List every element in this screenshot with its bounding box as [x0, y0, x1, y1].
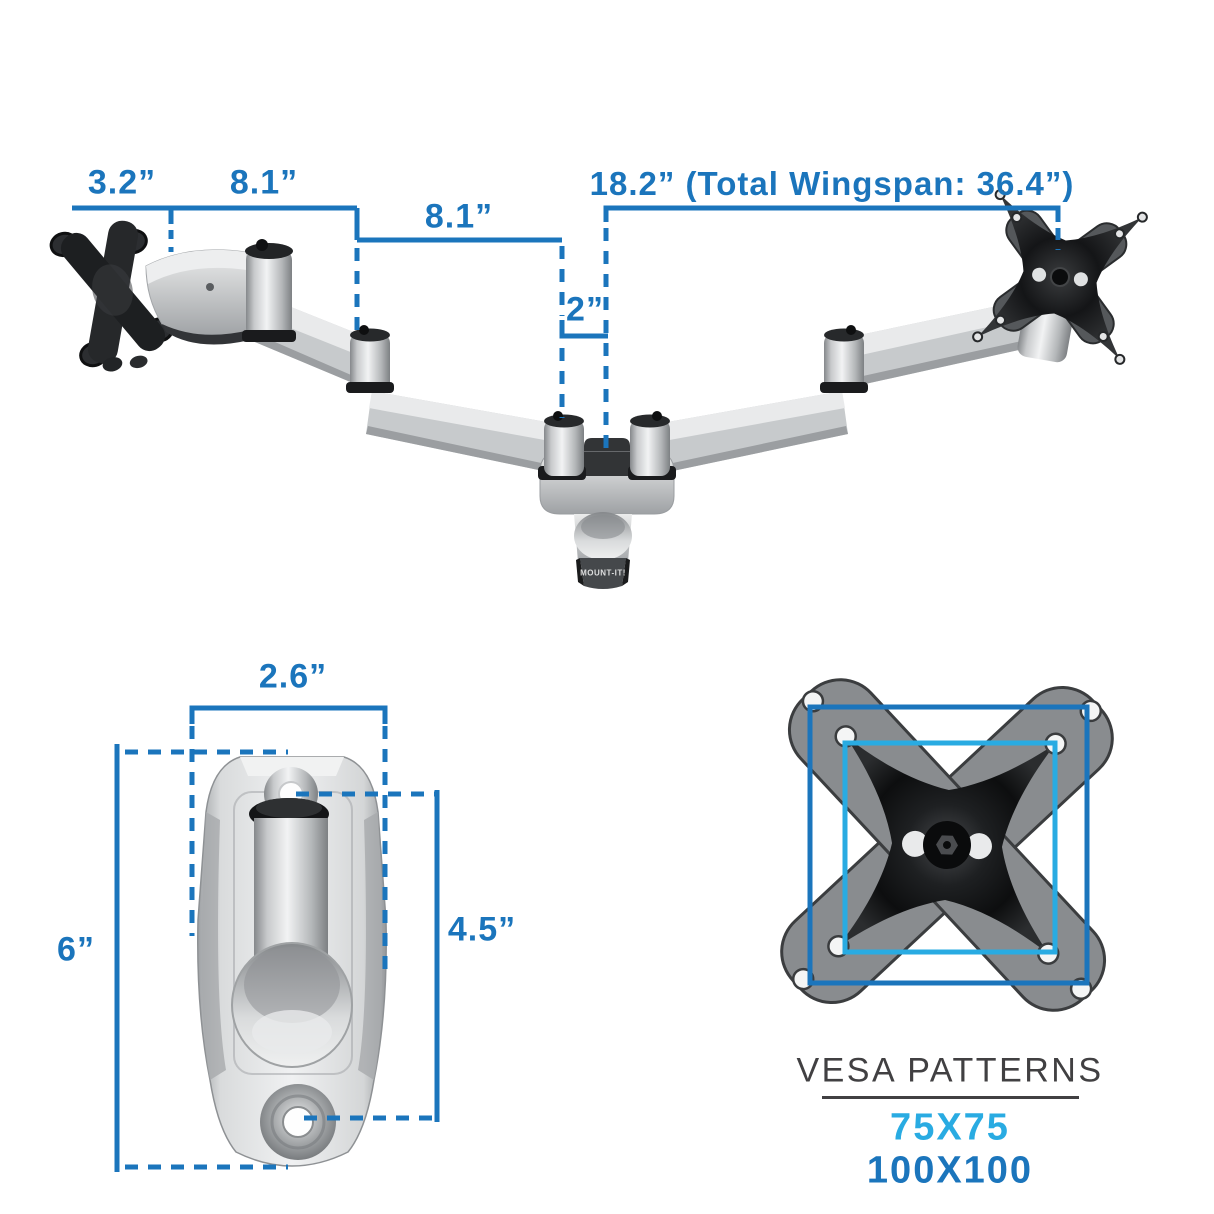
vesa-plate-right-hole: [965, 833, 992, 860]
left-pivot-cap: [245, 243, 293, 259]
left-pivot-screw: [256, 239, 268, 251]
dim-line-3-2-8-1: [72, 205, 562, 243]
vesa-patterns-heading: VESA PATTERNS: [796, 1051, 1104, 1090]
dim-label-bracket-height: 6”: [57, 930, 95, 969]
vesa-100x100-square: [807, 704, 1090, 986]
vesa-75x75-square: [842, 740, 1058, 955]
vesa-heading-rule: [822, 1096, 1079, 1099]
left-inner-joint: [544, 411, 584, 476]
dim-label-bracket-width: 2.6”: [258, 657, 328, 696]
right-lower-arm: [662, 391, 848, 472]
dual-arm-top-view: [49, 189, 1148, 589]
right-vesa-plate: [972, 189, 1148, 365]
mount-it-logo: MOUNT-IT!: [580, 568, 626, 578]
dimension-extension-lines: [125, 228, 1061, 1170]
dim-label-center-offset: 2”: [566, 290, 604, 329]
right-inner-joint: [630, 411, 670, 476]
vesa-pattern-100x100: 100X100: [866, 1149, 1034, 1192]
left-lower-arm: [366, 391, 552, 472]
right-elbow-joint: [820, 325, 868, 393]
left-elbow-joint: [346, 325, 394, 393]
dim-line-2in: [559, 320, 608, 339]
dim-line-wingspan: [603, 205, 1061, 222]
dim-label-wingspan: 18.2” (Total Wingspan: 36.4”): [589, 165, 1075, 202]
dimension-lines: [72, 205, 1061, 1172]
vesa-plate-view: [780, 678, 1114, 1012]
left-pivot-cylinder: [246, 250, 292, 338]
dim-line-2-6: [189, 705, 388, 724]
bracket-bottom-hole: [282, 1106, 314, 1138]
left-wall-pivot: [145, 249, 251, 345]
vesa-pattern-75x75: 75X75: [890, 1106, 1010, 1149]
dim-label-bracket-hole-spacing: 4.5”: [447, 910, 517, 949]
dim-label-lower-arm: 8.1”: [424, 197, 494, 236]
dim-label-upper-arm: 8.1”: [229, 163, 299, 202]
vesa-plate-left-hole: [902, 830, 929, 857]
wall-bracket-view: [197, 756, 387, 1167]
dim-label-wall-to-pivot: 3.2”: [87, 163, 157, 202]
left-pivot-ring: [242, 330, 296, 342]
